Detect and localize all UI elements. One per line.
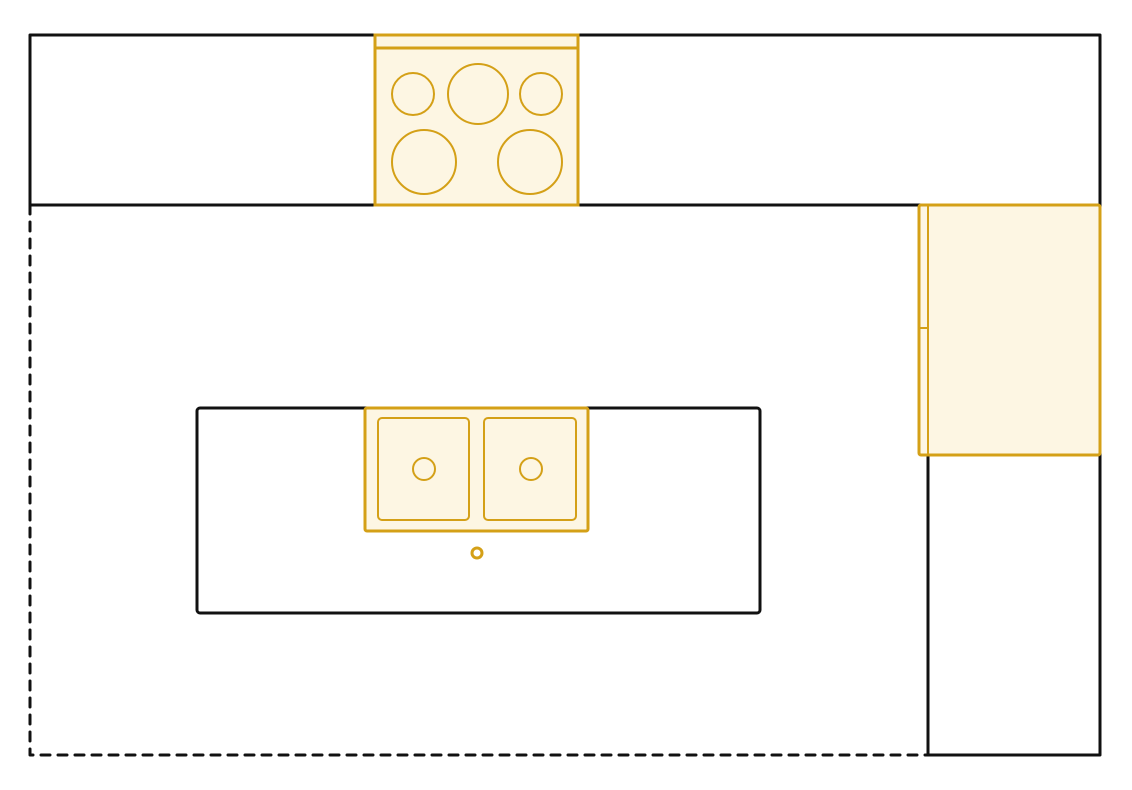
refrigerator	[917, 203, 1102, 457]
drain-icon	[412, 457, 436, 481]
drain-icon	[519, 457, 543, 481]
refrigerator-body	[917, 203, 1102, 457]
burner-icon	[519, 72, 563, 116]
open-side-dashed-boundary	[28, 203, 930, 757]
burner-icon	[391, 129, 457, 195]
burner-icon	[391, 72, 435, 116]
faucet-icon	[470, 546, 484, 560]
double-sink	[363, 406, 590, 560]
burner-icon	[497, 129, 563, 195]
stove	[373, 33, 580, 207]
burner-icon	[447, 63, 509, 125]
